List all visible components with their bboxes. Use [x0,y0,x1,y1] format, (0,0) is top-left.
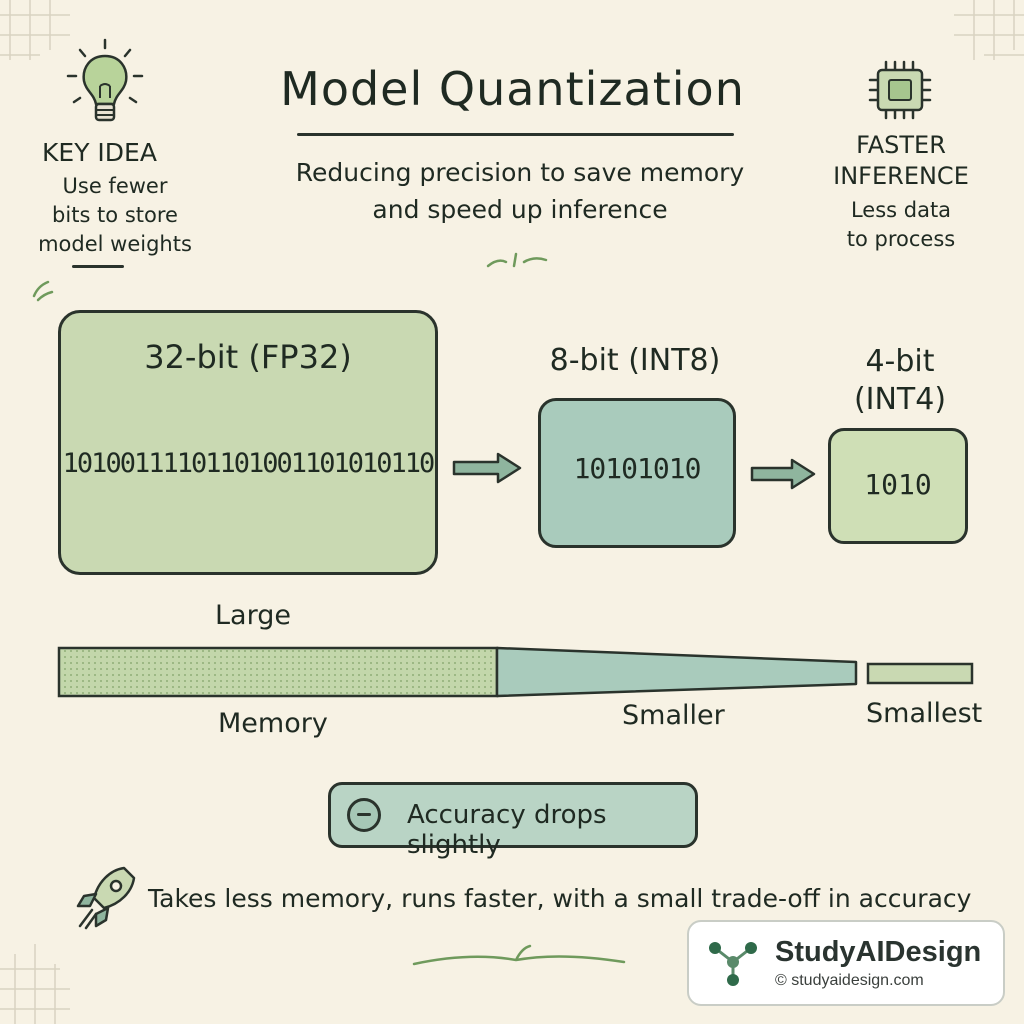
int8-box [538,398,736,548]
memory-smallest-label: Smallest [866,698,983,729]
key-idea-heading: KEY IDEA [42,138,157,167]
memory-label: Memory [218,708,328,739]
arrow-right-icon [750,458,816,490]
key-idea-text: Use fewer bits to store model weights [30,172,200,259]
memory-large-label: Large [215,600,291,631]
corner-grid-top-left [0,0,70,60]
fp32-bits: 10100111101101001101010110 [62,448,436,479]
brand-name: StudyAIDesign [775,936,982,968]
subtitle-line: Reducing precision to save memory [295,158,745,187]
int8-label: 8-bit (INT8) [549,343,721,378]
memory-bar [57,646,974,698]
divider-sprig [486,252,548,268]
title-underline [297,133,734,136]
key-idea-line: Use fewer [62,174,168,198]
lightbulb-icon [66,38,144,122]
faster-inference-text: Less data to process [826,196,976,254]
accuracy-text: Accuracy drops slightly [407,800,607,860]
memory-bar-fp32 [57,646,499,698]
network-logo-icon [709,942,757,986]
heading-line: INFERENCE [833,162,969,190]
int8-bits: 10101010 [573,452,702,485]
int4-box [828,428,968,544]
fp32-box [58,310,438,575]
subtitle-line: and speed up inference [372,195,668,224]
heading-line: FASTER [856,131,946,159]
int4-bits: 1010 [864,468,932,501]
page-subtitle: Reducing precision to save memory and sp… [270,154,770,228]
rocket-icon [76,866,136,930]
fp32-label: 32-bit (FP32) [144,338,352,376]
faster-inference-heading: FASTER INFERENCE [826,130,976,192]
corner-grid-bottom-left [0,944,70,1024]
accuracy-callout: Accuracy drops slightly [328,782,698,860]
brand-url: © studyaidesign.com [775,972,924,989]
faster-inference-line: Less data [850,198,952,222]
key-idea-underline [72,265,124,268]
corner-grid-top-right [954,0,1024,60]
key-idea-line: model weights [38,232,192,256]
int4-label-line: (INT4) [853,382,947,417]
minus-circle-icon [347,798,381,832]
int4-label: 4-bit (INT4) [800,343,1000,419]
arrow-right-icon [452,452,522,484]
memory-bar-int4 [866,662,974,685]
chip-icon [868,60,932,120]
memory-smaller-label: Smaller [622,700,725,731]
memory-bar-int8 [495,646,858,698]
key-idea-line: bits to store [52,203,178,227]
brand-watermark: StudyAIDesign © studyaidesign.com [687,920,1005,1006]
bottom-flourish [412,944,626,966]
summary-text: Takes less memory, runs faster, with a s… [148,884,972,913]
int4-label-line: 4-bit [865,344,935,379]
faster-inference-line: to process [846,227,956,251]
page-title: Model Quantization [280,62,745,116]
sparkle-mark [32,280,54,302]
